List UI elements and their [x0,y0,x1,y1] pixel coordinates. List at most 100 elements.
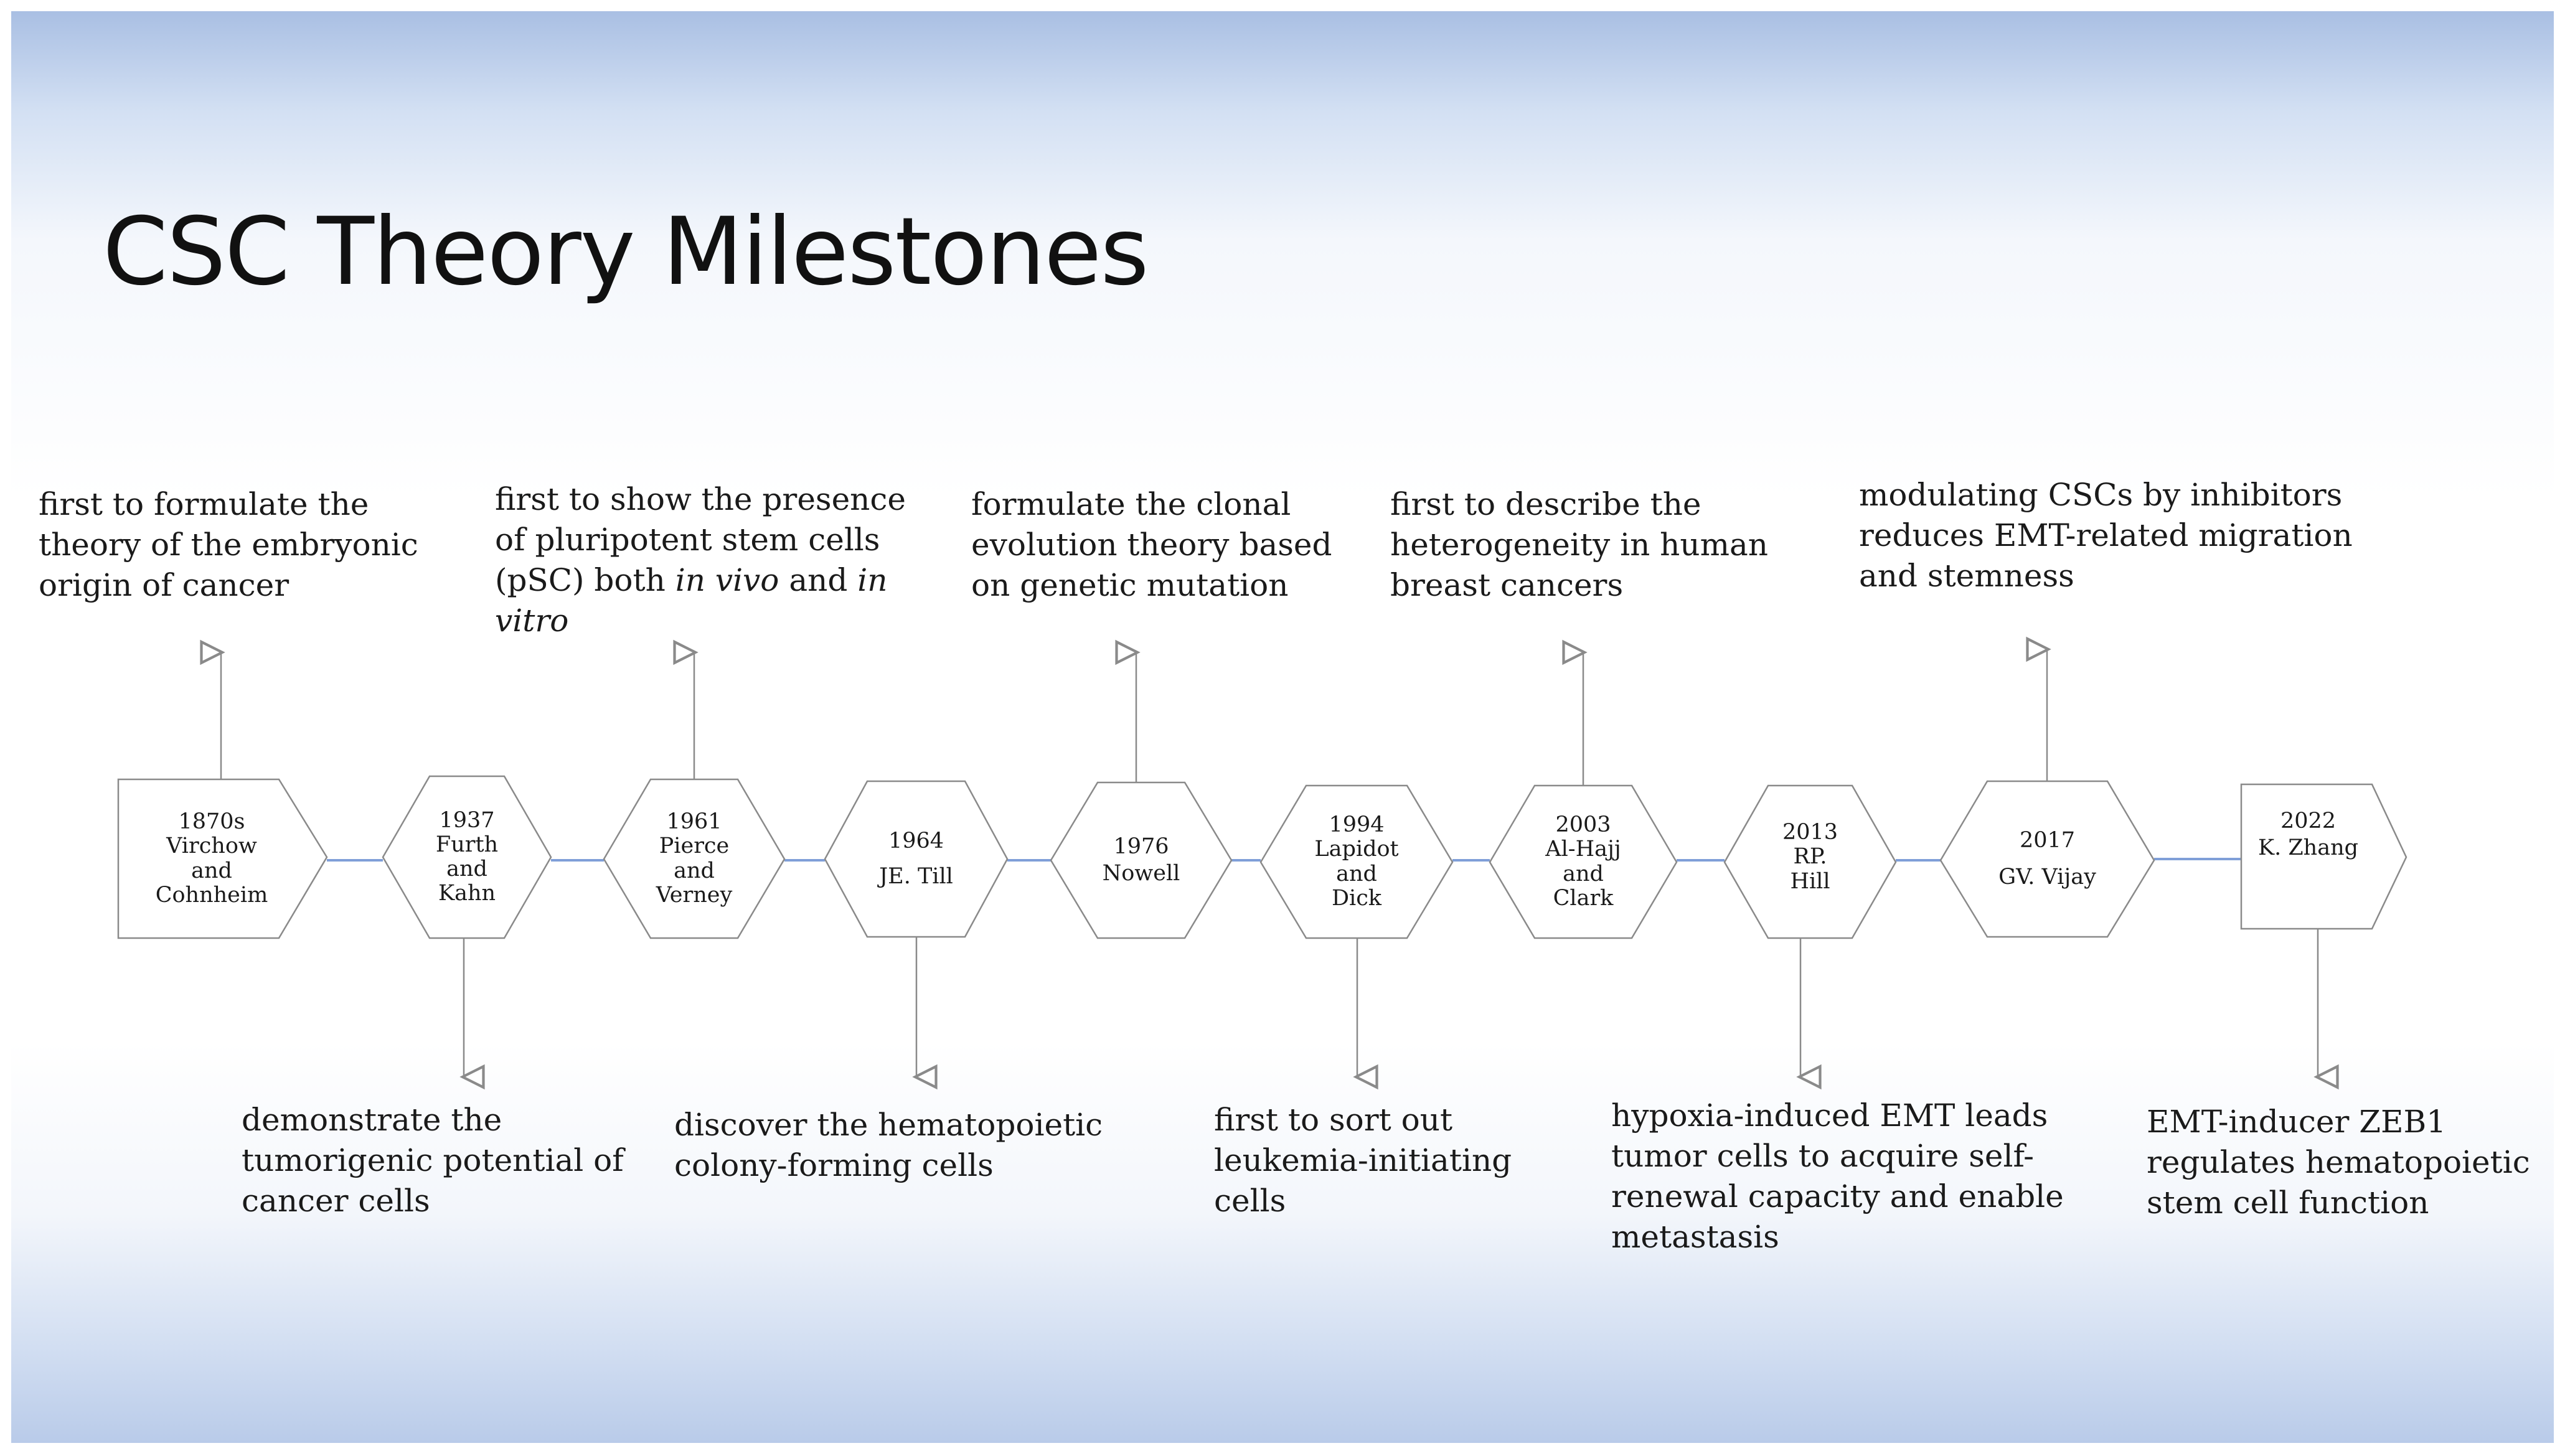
milestone-shape-2003 [1489,784,1678,939]
milestone-author: Hill [1790,868,1830,894]
milestone-year: 2013 [1782,820,1838,845]
milestone-year: 1937 [439,807,495,833]
description-line: tumorigenic potential of [242,1142,624,1178]
milestone-author: and [446,857,487,881]
milestone-year: 2003 [1555,812,1611,838]
milestone-year: 2022 [2280,809,2337,834]
milestone-shape-2017 [1939,780,2155,938]
milestone-year: 1976 [1113,834,1169,859]
milestone-author: and [191,858,232,883]
milestone-author: Lapidot [1314,837,1399,862]
milestone-year: 1964 [888,828,944,853]
milestone-year: 1870s [178,809,245,835]
description-text: (pSC) both [495,562,675,598]
description-line: breast cancers [1390,567,1624,603]
milestone-author: Dick [1331,885,1382,911]
description-line: vitro [495,601,906,641]
description-italic-text: vitro [495,603,569,639]
description-line: and stemness [1859,558,2074,594]
description-2017: modulating CSCs by inhibitors reduces EM… [1859,475,2353,596]
milestone-year: 2017 [2019,827,2076,853]
description-line: evolution theory based [971,527,1332,563]
milestone-shape-1976 [1050,781,1233,939]
description-italic-text: in vivo [675,562,779,598]
milestone-label-1937: 1937 Furth and Kahn [383,776,551,938]
description-line: metastasis [1611,1219,1779,1255]
milestone-author: and [1563,861,1604,886]
milestone-author: GV. Vijay [1998,865,2096,890]
milestone-author: JE. Till [879,864,953,889]
milestone-year: 1961 [666,809,722,835]
description-line: cancer cells [242,1183,430,1219]
slide-title: CSC Theory Milestones [103,198,1149,306]
description-line: of pluripotent stem cells [495,522,880,558]
milestone-author: Nowell [1102,861,1180,886]
description-line: hypoxia-induced EMT leads [1611,1097,2048,1134]
milestone-author: RP. [1793,844,1827,870]
description-1994: first to sort out leukemia-initiating ce… [1214,1100,1512,1221]
description-line: (pSC) both in vivo and in [495,560,906,601]
description-italic-text: in [857,562,888,598]
description-line: stem cell function [2147,1185,2429,1221]
description-line: formulate the clonal [971,486,1291,522]
milestone-shape-1994 [1259,784,1454,939]
description-line: discover the hematopoietic [674,1107,1103,1143]
milestone-label-1870s: 1870s Virchow and Cohnheim [118,779,305,938]
milestone-shape-1961 [603,778,786,939]
milestone-shape-2013 [1723,784,1897,939]
milestone-label-2017: 2017 GV. Vijay [1941,781,2154,937]
description-1937: demonstrate the tumorigenic potential of… [242,1100,624,1221]
milestone-author: K. Zhang [2257,835,2359,861]
description-line: theory of the embryonic [39,527,418,563]
description-line: first to sort out [1214,1102,1453,1138]
milestone-label-1976: 1976 Nowell [1051,782,1231,938]
milestone-author: Pierce [659,834,730,859]
description-line: leukemia-initiating [1214,1142,1512,1178]
description-2003: first to describe the heterogeneity in h… [1390,484,1768,606]
description-1870s: first to formulate the theory of the emb… [39,484,418,606]
milestone-shape-2022 [2240,783,2407,930]
description-1961: first to show the presence of pluripoten… [495,479,906,641]
milestone-author: Virchow [166,834,257,859]
description-line: renewal capacity and enable [1611,1178,2064,1214]
milestone-label-2003: 2003 Al-Hajj and Clark [1490,786,1677,938]
description-1976: formulate the clonal evolution theory ba… [971,484,1332,606]
milestone-author: Clark [1553,885,1614,911]
description-line: tumor cells to acquire self- [1611,1138,2035,1174]
milestone-author: Al-Hajj [1545,837,1621,862]
description-line: cells [1214,1183,1286,1219]
description-2013: hypoxia-induced EMT leads tumor cells to… [1611,1096,2064,1257]
description-line: modulating CSCs by inhibitors [1859,477,2343,513]
milestone-shapes [117,775,2407,939]
milestone-author: and [1336,861,1377,886]
milestone-author: Verney [656,882,733,908]
description-line: origin of cancer [39,567,289,603]
milestone-label-1994: 1994 Lapidot and Dick [1261,786,1452,938]
slide-background [11,11,2554,1443]
timeline-connectors [327,858,2241,862]
description-line: EMT-inducer ZEB1 [2147,1104,2447,1140]
description-line: colony-forming cells [674,1147,994,1183]
milestone-shape-1937 [382,775,552,939]
milestone-year: 1994 [1329,812,1385,838]
milestone-shape-1964 [824,780,1009,938]
milestone-author: Cohnheim [155,882,268,908]
description-line: demonstrate the [242,1102,502,1138]
description-line: first to describe the [1390,486,1701,522]
milestone-arrows [221,649,2318,1077]
milestone-label-2022: 2022 K. Zhang [2241,809,2375,878]
milestone-shape-1870s [117,778,328,939]
description-line: first to show the presence [495,481,906,517]
milestone-label-2013: 2013 RP. Hill [1725,786,1896,929]
description-text: and [779,562,858,598]
description-line: first to formulate the [39,486,369,522]
description-line: regulates hematopoietic [2147,1144,2530,1180]
description-line: reduces EMT-related migration [1859,517,2353,553]
milestone-label-1961: 1961 Pierce and Verney [604,779,784,938]
description-line: heterogeneity in human [1390,527,1769,563]
milestone-author: and [674,858,715,883]
description-line: on genetic mutation [971,567,1289,603]
milestone-author: Furth [435,832,499,857]
description-2022: EMT-inducer ZEB1 regulates hematopoietic… [2147,1102,2530,1223]
